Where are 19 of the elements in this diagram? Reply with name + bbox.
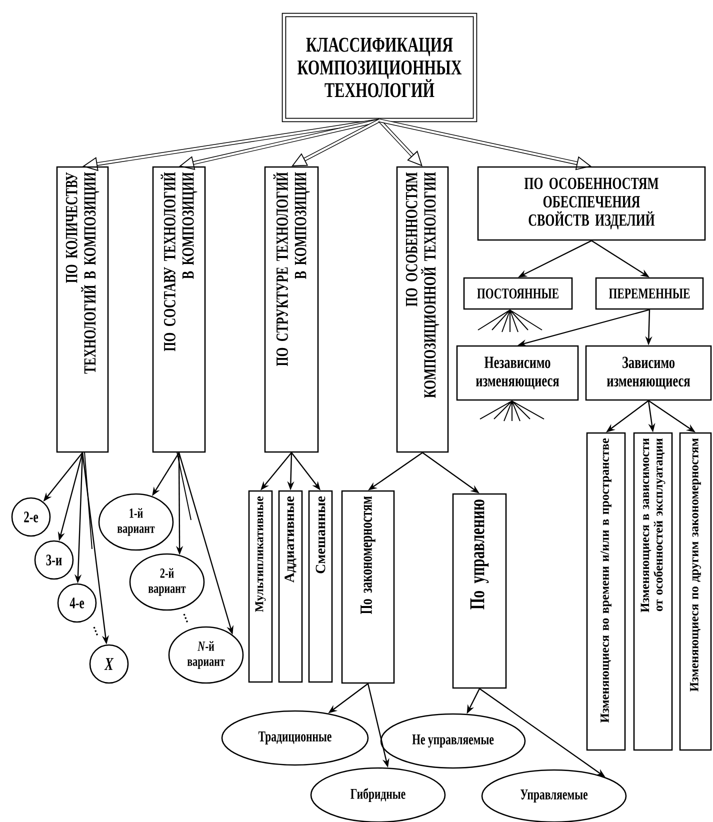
type-box: Независимо изменяющиеся	[456, 345, 579, 401]
feature-box: По управлению	[452, 493, 507, 689]
structure-box: Смешанные	[308, 490, 333, 683]
category-box: ПО СОСТАВУ ТЕХНОЛОГИЙ В КОМПОЗИЦИИ	[152, 166, 206, 453]
type-box: ПЕРЕМЕННЫЕ	[595, 277, 704, 310]
subtype-box: Изменяющиеся по другим закономерностям	[679, 432, 712, 751]
subtype-box: Изменяющиеся во времени и/или в пространстве	[586, 432, 626, 751]
type-box: ПОСТОЯННЫЕ	[463, 277, 573, 310]
category-box: ПО СТРУКТУРЕ ТЕХНОЛОГИЙ В КОМПОЗИЦИИ	[264, 166, 319, 453]
subtype-box: Изменяющиеся в зависимости от особенностей эксплуатации	[633, 432, 673, 751]
structure-box: Мультипликативные	[248, 490, 273, 683]
arrow	[378, 119, 422, 166]
category-box: ПО КОЛИЧЕСТВУ ТЕХНОЛОГИЙ В КОМПОЗИЦИИ	[56, 166, 109, 453]
category-box: ПО ОСОБЕННОСТЯМ ОБЕСПЕЧЕНИЯ СВОЙСТВ ИЗДЕЛИЙ	[477, 166, 706, 241]
category-box: ПО ОСОБЕННОСТЯМ КОМПОЗИЦИОННОЙ ТЕХНОЛОГИИ	[396, 166, 449, 453]
feature-box: По закономерностям	[341, 490, 395, 684]
title-box: КЛАССИФИКАЦИЯ КОМПОЗИЦИОННЫХ ТЕХНОЛОГИЙ	[282, 12, 478, 122]
type-box: Зависимо изменяющиеся	[585, 345, 712, 401]
structure-box: Аддиативные	[278, 490, 303, 683]
